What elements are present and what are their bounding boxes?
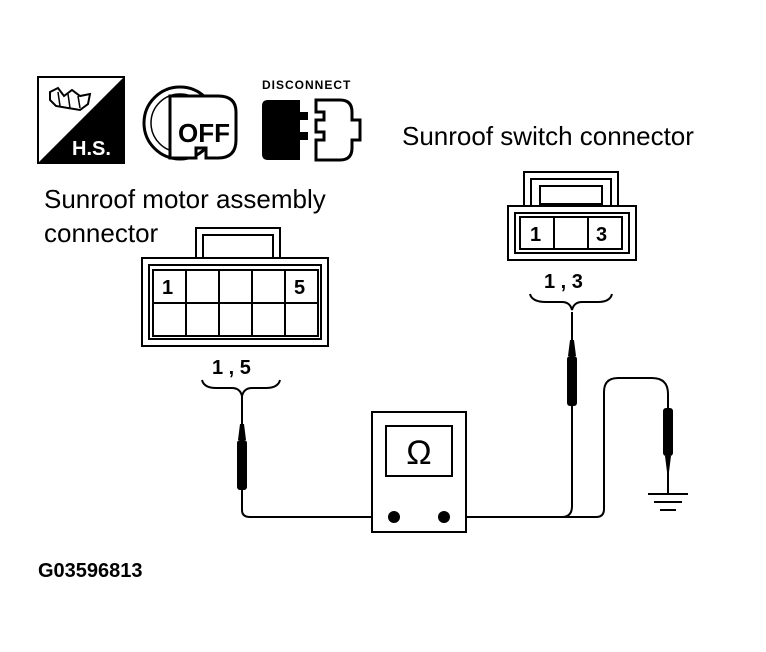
- motor-probe-pins: 1 , 5: [212, 357, 251, 379]
- disconnect-icon: DISCONNECT: [262, 78, 362, 162]
- motor-pin-5: 5: [294, 277, 305, 299]
- ground-icon: [648, 493, 688, 511]
- motor-connector-title-line1: Sunroof motor assembly: [44, 184, 326, 214]
- hand-tester-icon: H.S.: [37, 76, 125, 164]
- ohm-symbol: Ω: [406, 434, 431, 472]
- switch-probe-brace: [529, 293, 613, 311]
- ground-test-probe: [444, 377, 673, 518]
- motor-test-probe: [237, 396, 384, 518]
- meter-terminal-right: [438, 511, 450, 523]
- ohmmeter: Ω: [371, 411, 467, 533]
- switch-pin-1: 1: [530, 224, 541, 246]
- switch-connector: 1 3: [507, 171, 637, 261]
- motor-pin-1: 1: [162, 277, 173, 299]
- motor-connector-title-line2: connector: [44, 218, 159, 248]
- motor-connector: 1 5: [141, 227, 329, 347]
- motor-probe-brace: [201, 379, 281, 397]
- switch-probe-pins: 1 , 3: [544, 271, 583, 293]
- figure-code: G03596813: [38, 560, 143, 582]
- disconnect-icon-label: DISCONNECT: [262, 78, 351, 92]
- switch-connector-title: Sunroof switch connector: [402, 121, 694, 151]
- off-icon-label: OFF: [178, 118, 230, 148]
- hs-icon-label: H.S.: [72, 138, 111, 160]
- ignition-off-icon: OFF: [142, 85, 238, 161]
- switch-pin-3: 3: [596, 224, 607, 246]
- meter-terminal-left: [388, 511, 400, 523]
